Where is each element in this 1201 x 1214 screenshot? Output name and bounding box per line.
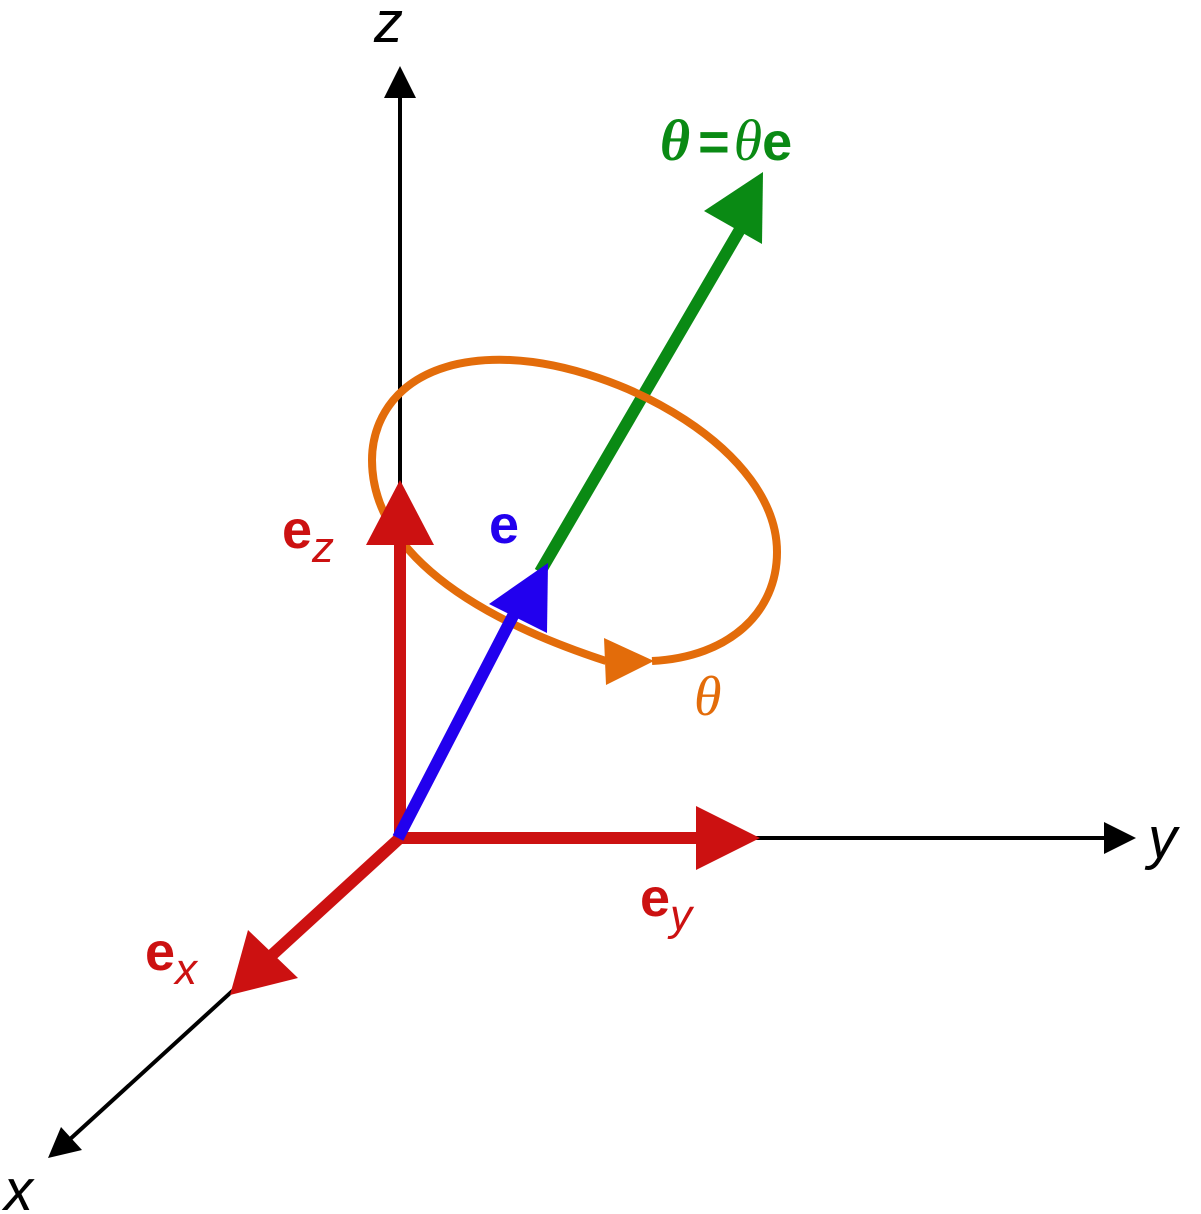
ez-arrow [366,480,434,842]
ex-arrow [230,831,407,995]
ey-arrow [394,806,760,870]
ey-label-base: e [640,868,670,928]
rotation-vector-label: θ=θe [660,108,792,173]
ez-label-base: e [282,500,312,560]
theta-angle-label: θ [694,666,722,728]
ex-label-base: e [145,922,175,982]
ex-label-subscript: x [173,945,199,994]
z-axis-label: z [373,0,403,55]
rotation-vector-theta: θ [734,108,763,173]
ex-label: ex [145,922,199,994]
ey-label: ey [640,868,695,940]
rotation-vector-theta-bold: θ [660,108,690,173]
x-axis-label: x [1,1158,35,1214]
ez-label: ez [282,500,334,572]
unit-vector-e-arrow [392,563,548,841]
rotation-vector-equals: = [698,112,730,172]
rotation-vector-e: e [762,112,792,172]
ez-label-subscript: z [311,523,334,572]
ey-label-subscript: y [667,891,695,940]
unit-vector-e-label: e [489,495,519,555]
y-axis-label: y [1144,806,1180,871]
